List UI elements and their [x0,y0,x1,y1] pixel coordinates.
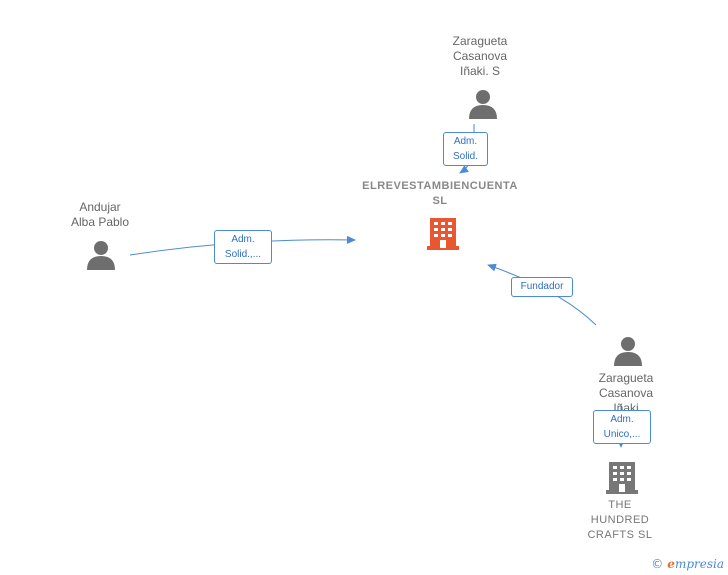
person-left-icon[interactable] [86,240,116,270]
person-left-line1: Andujar [79,200,121,214]
copyright-symbol: © [651,557,664,571]
brand-rest: mpresia [674,557,724,571]
edge-label-left-line1: Adm. [231,234,255,245]
edge-label-top-to-main[interactable]: Adm. Solid. [443,132,488,166]
main-company-name-line2: SL [432,195,448,207]
main-company-label: ELREVESTAMBIENCUENTA SL [330,179,550,209]
person-top-icon[interactable] [468,89,498,119]
empresia-brand: ©empresia [651,557,724,571]
person-right-icon[interactable] [613,336,643,366]
person-top-line2: Casanova [452,49,508,63]
edge-label-right-to-bottom[interactable]: Adm. Unico,... [593,410,651,444]
edge-label-left-line2: Solid.,... [224,249,262,260]
company-bottom-building-icon[interactable] [606,460,638,494]
edge-label-bottom-line1: Adm. [610,414,634,425]
person-left-line2: Alba Pablo [70,215,130,229]
person-top-label: Zaragueta Casanova Iñaki. S [420,34,540,79]
person-left-label: Andujar Alba Pablo [40,200,160,230]
edge-label-left-to-main[interactable]: Adm. Solid.,... [214,230,272,264]
company-bottom-line1: THE [608,499,632,511]
company-bottom-line3: CRAFTS SL [587,529,653,541]
brand-e: e [667,557,675,571]
edge-label-top-line2: Solid. [452,151,478,162]
edge-label-bottom-line2: Unico,... [603,429,641,440]
edge-label-top-line1: Adm. [453,136,478,147]
company-bottom-line2: HUNDRED [590,514,650,526]
person-top-line3: Iñaki. S [459,64,501,78]
person-top-line1: Zaragueta [452,34,508,48]
person-right-line1: Zaragueta [598,371,654,385]
main-company-name-line1: ELREVESTAMBIENCUENTA [362,180,518,192]
edge-label-fundador: Fundador [520,281,564,292]
person-right-line2: Casanova [598,386,654,400]
company-bottom-label: THE HUNDRED CRAFTS SL [560,498,680,543]
edge-label-right-to-main[interactable]: Fundador [511,277,573,297]
main-company-building-icon[interactable] [427,216,459,250]
